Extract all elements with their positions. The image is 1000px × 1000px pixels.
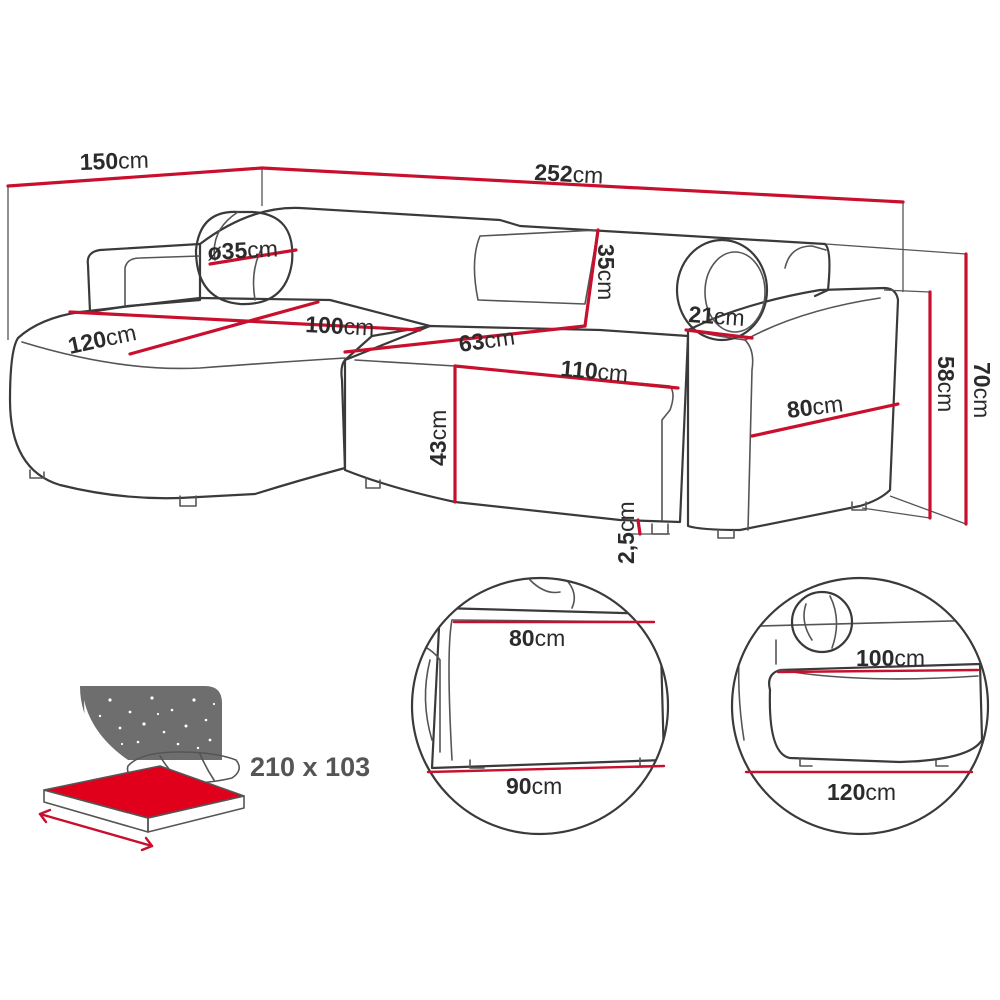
- label-110: 110cm: [560, 355, 630, 387]
- dim-line-100: [128, 300, 320, 356]
- detail-armrest-circle: 80cm 90cm: [410, 576, 670, 836]
- label-2-5: 2,5cm: [613, 501, 639, 564]
- label-100: 100cm: [305, 311, 375, 341]
- detail-right-top-line: [776, 668, 980, 674]
- sleep-area-size: 210 x 103: [250, 752, 370, 782]
- label-43: 43cm: [425, 410, 451, 466]
- label-58: 58cm: [933, 356, 959, 412]
- label-63: 63cm: [457, 323, 516, 357]
- label-252: 252cm: [534, 159, 604, 189]
- label-120: 120cm: [66, 319, 139, 359]
- detail-left-bottom-label: 90cm: [506, 773, 562, 799]
- label-70: 70cm: [969, 362, 995, 418]
- detail-right-top-label: 100cm: [856, 645, 925, 671]
- extension-lines: [7, 168, 967, 535]
- label-21: 21cm: [688, 301, 746, 331]
- label-pillow-35: ø35cm: [207, 235, 279, 265]
- dim-line-110: [453, 364, 680, 390]
- dim-line-21: [684, 328, 754, 340]
- detail-chaise-circle: 100cm 120cm: [730, 576, 990, 836]
- dim-line-35: [583, 228, 600, 328]
- dimension-labels: 150cm 252cm ø35cm 120cm 100cm 63cm 35cm …: [66, 147, 995, 564]
- sleep-area-icon: [38, 686, 245, 852]
- detail-right-bottom-label: 120cm: [827, 779, 896, 805]
- dim-line-80: [750, 402, 900, 438]
- dim-line-63: [343, 324, 587, 354]
- night-sky-panel: [80, 686, 222, 760]
- label-35: 35cm: [593, 244, 619, 300]
- label-150: 150cm: [79, 147, 149, 175]
- dim-line-150: [6, 166, 264, 188]
- detail-left-top-label: 80cm: [509, 625, 565, 651]
- detail-left-bottom-line: [426, 764, 666, 774]
- dimension-lines: [6, 166, 968, 536]
- dim-line-pillow: [208, 248, 298, 266]
- dim-line-2-5: [636, 518, 642, 536]
- dim-line-252: [260, 166, 905, 204]
- label-80: 80cm: [785, 390, 844, 423]
- stars-icon: [98, 696, 216, 750]
- mattress: [44, 766, 244, 818]
